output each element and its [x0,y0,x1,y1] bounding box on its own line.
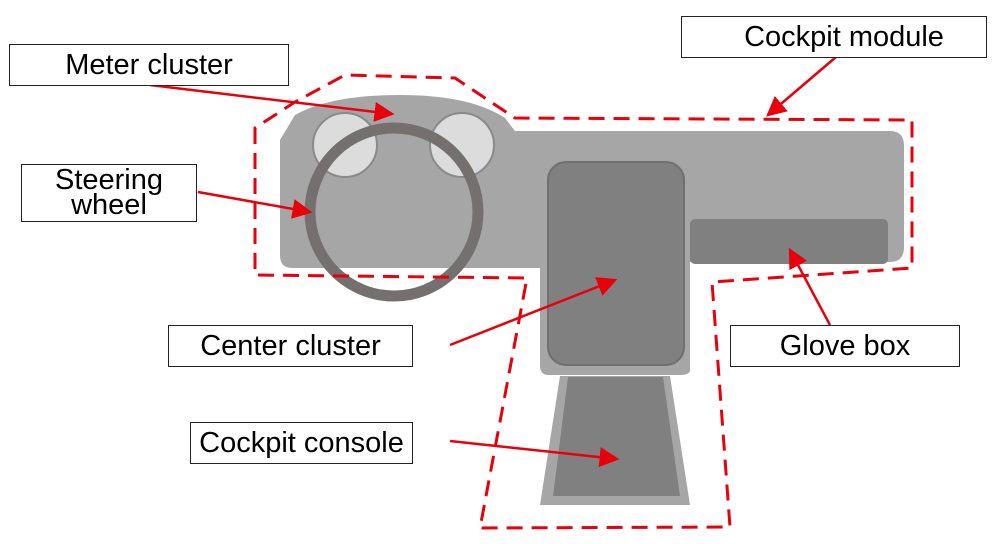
steering-wheel-callout [197,190,313,219]
steering-wheel-label: Steering wheel [21,164,197,222]
center-cluster-label: Center cluster [168,325,413,367]
center-cluster-callout [449,277,618,347]
meter-cluster-callout [149,83,395,122]
cockpit-module-label: Cockpit module [681,16,987,58]
console-inner [553,377,680,496]
cockpit-console-callout [449,439,620,468]
cockpit-module-callout [766,56,837,117]
glove-box-shape [690,219,888,264]
center-cluster-shape [547,161,685,366]
glove-box-callout [788,247,832,326]
cockpit-console-label: Cockpit console [190,422,413,464]
right-gauge [429,112,495,178]
meter-cluster-label: Meter cluster [9,44,289,86]
glove-box-label: Glove box [730,325,960,367]
